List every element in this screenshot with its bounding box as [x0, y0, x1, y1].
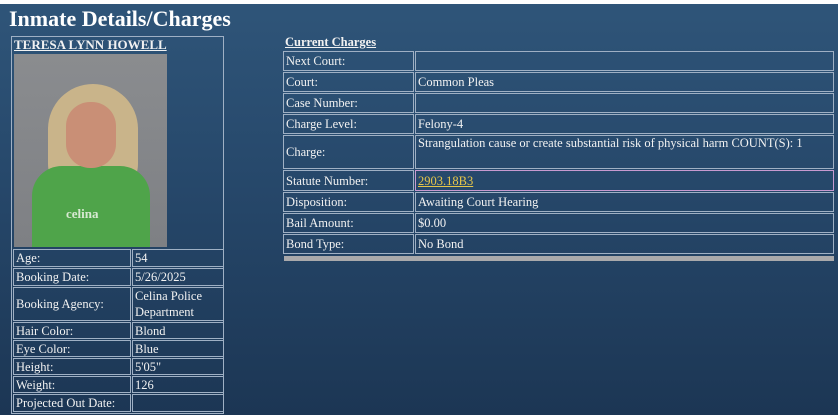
charge-value — [415, 93, 834, 113]
inmate-panel: TERESA LYNN HOWELL celina Age:54 Booking… — [11, 36, 224, 414]
detail-value — [132, 394, 224, 412]
detail-value: 5'05" — [132, 358, 224, 375]
charge-label: Bond Type: — [283, 234, 414, 254]
charge-value — [415, 51, 834, 71]
charge-row-case-number: Case Number: — [283, 93, 834, 113]
detail-row-height: Height:5'05" — [13, 358, 224, 375]
detail-label: Eye Color: — [13, 340, 131, 357]
detail-label: Projected Out Date: — [13, 394, 131, 412]
detail-label: Hair Color: — [13, 322, 131, 339]
detail-row-booking-date: Booking Date:5/26/2025 — [13, 268, 224, 286]
detail-row-booking-agency: Booking Agency:Celina Police Department — [13, 287, 224, 321]
page-title: Inmate Details/Charges — [9, 6, 231, 31]
detail-row-age: Age:54 — [13, 249, 224, 267]
inmate-name: TERESA LYNN HOWELL — [14, 37, 167, 52]
charge-label: Charge Level: — [283, 114, 414, 134]
charge-row-court: Court:Common Pleas — [283, 72, 834, 92]
inmate-details-table: Age:54 Booking Date:5/26/2025 Booking Ag… — [12, 248, 225, 413]
detail-row-eye-color: Eye Color:Blue — [13, 340, 224, 357]
charge-label: Charge: — [283, 135, 414, 169]
detail-value: Blue — [132, 340, 224, 357]
charge-row-bond-type: Bond Type:No Bond — [283, 234, 834, 254]
charge-row-charge: Charge:Strangulation cause or create sub… — [283, 135, 834, 169]
charge-value: No Bond — [415, 234, 834, 254]
section-divider — [284, 256, 834, 261]
charge-label: Disposition: — [283, 192, 414, 212]
detail-row-weight: Weight:126 — [13, 376, 224, 393]
charge-value: Strangulation cause or create substantia… — [415, 135, 834, 169]
detail-row-projected-out-date: Projected Out Date: — [13, 394, 224, 412]
current-charges-title: Current Charges — [285, 35, 377, 49]
charge-value: Felony-4 — [415, 114, 834, 134]
detail-value: Blond — [132, 322, 224, 339]
detail-label: Height: — [13, 358, 131, 375]
detail-value: 126 — [132, 376, 224, 393]
detail-value: Celina Police Department — [132, 287, 224, 321]
charge-value: Awaiting Court Hearing — [415, 192, 834, 212]
detail-value: 54 — [132, 249, 224, 267]
detail-row-hair-color: Hair Color:Blond — [13, 322, 224, 339]
mugshot-photo: celina — [14, 54, 167, 247]
detail-value: 5/26/2025 — [132, 268, 224, 286]
statute-link[interactable]: 2903.18B3 — [418, 173, 474, 188]
charges-table: Next Court: Court:Common Pleas Case Numb… — [282, 50, 835, 255]
charge-row-bail-amount: Bail Amount:$0.00 — [283, 213, 834, 233]
charge-row-next-court: Next Court: — [283, 51, 834, 71]
charge-value: $0.00 — [415, 213, 834, 233]
charge-row-disposition: Disposition:Awaiting Court Hearing — [283, 192, 834, 212]
detail-label: Booking Date: — [13, 268, 131, 286]
charge-label: Bail Amount: — [283, 213, 414, 233]
charge-row-statute-number: Statute Number: 2903.18B3 — [283, 170, 834, 191]
shirt-logo: celina — [66, 206, 99, 221]
charge-value: Common Pleas — [415, 72, 834, 92]
detail-label: Weight: — [13, 376, 131, 393]
charge-label: Statute Number: — [283, 170, 414, 191]
charge-label: Court: — [283, 72, 414, 92]
detail-label: Age: — [13, 249, 131, 267]
top-bar — [0, 0, 838, 4]
charge-label: Next Court: — [283, 51, 414, 71]
detail-label: Booking Agency: — [13, 287, 131, 321]
charge-label: Case Number: — [283, 93, 414, 113]
charge-row-charge-level: Charge Level:Felony-4 — [283, 114, 834, 134]
